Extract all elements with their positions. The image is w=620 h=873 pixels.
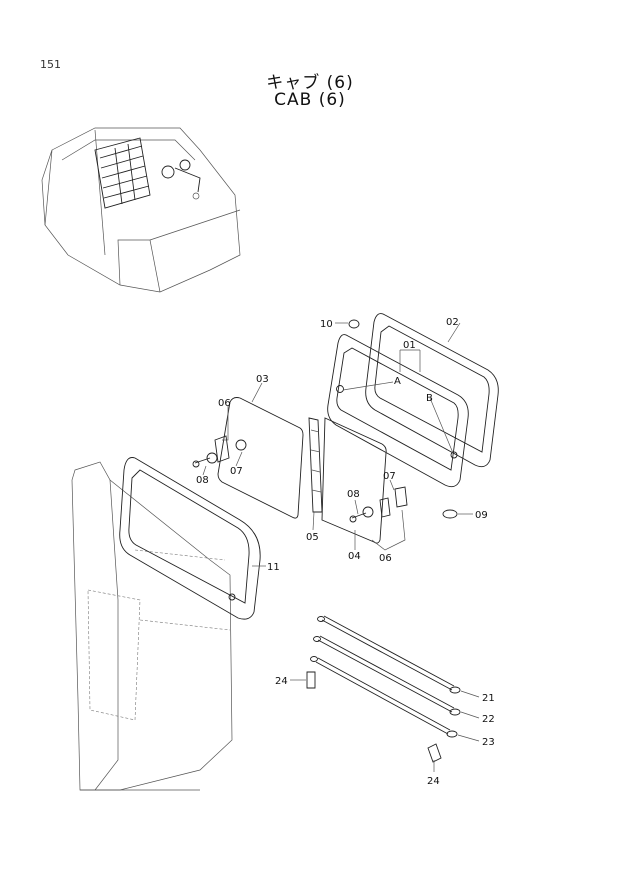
label-10: 10	[320, 319, 333, 330]
label-21: 21	[482, 693, 495, 704]
part-04-slide-glass	[321, 417, 387, 544]
part-23-rod	[310, 656, 458, 738]
part-02-outer-frame	[365, 313, 499, 468]
part-03-glass	[217, 397, 304, 519]
page-number: 151	[40, 58, 61, 71]
part-10-cap	[348, 319, 360, 329]
part-01-inner-frame	[327, 334, 469, 488]
label-23: 23	[482, 737, 495, 748]
label-06-left: 06	[218, 398, 231, 409]
label-07-right: 07	[383, 471, 396, 482]
label-04: 04	[348, 551, 361, 562]
part-05-rail	[308, 417, 323, 513]
overview-cab-sketch	[41, 127, 241, 293]
part-24-bolts	[306, 671, 442, 763]
label-09: 09	[475, 510, 488, 521]
cab-body-outline	[71, 461, 233, 791]
label-ref-a: A	[394, 376, 401, 387]
part-09-plug	[442, 509, 458, 519]
page-title-japanese: キャブ (6)	[266, 73, 354, 93]
part-11-frame	[119, 457, 261, 620]
label-08-left: 08	[196, 475, 209, 486]
label-24-bottom: 24	[427, 776, 440, 787]
label-05: 05	[306, 532, 319, 543]
page-title-english: CAB (6)	[274, 90, 346, 110]
label-08-right: 08	[347, 489, 360, 500]
label-11: 11	[267, 562, 280, 573]
part-06-07-08-latch-right	[349, 486, 408, 523]
label-06-right: 06	[379, 553, 392, 564]
overview-window-highlight	[94, 137, 151, 209]
part-22-rod	[313, 635, 461, 716]
part-06-07-08-latch-left	[192, 435, 247, 468]
label-03: 03	[256, 374, 269, 385]
label-02: 02	[446, 317, 459, 328]
part-21-rod	[317, 615, 461, 694]
label-07-left: 07	[230, 466, 243, 477]
label-22: 22	[482, 714, 495, 725]
label-01: 01	[403, 340, 416, 351]
label-24-left: 24	[275, 676, 288, 687]
part-labels: 10 02 01 A B 03 06 07 08 05 11 07 08 04 …	[196, 317, 495, 787]
leader-lines	[202, 322, 480, 772]
label-ref-b: B	[426, 393, 433, 404]
